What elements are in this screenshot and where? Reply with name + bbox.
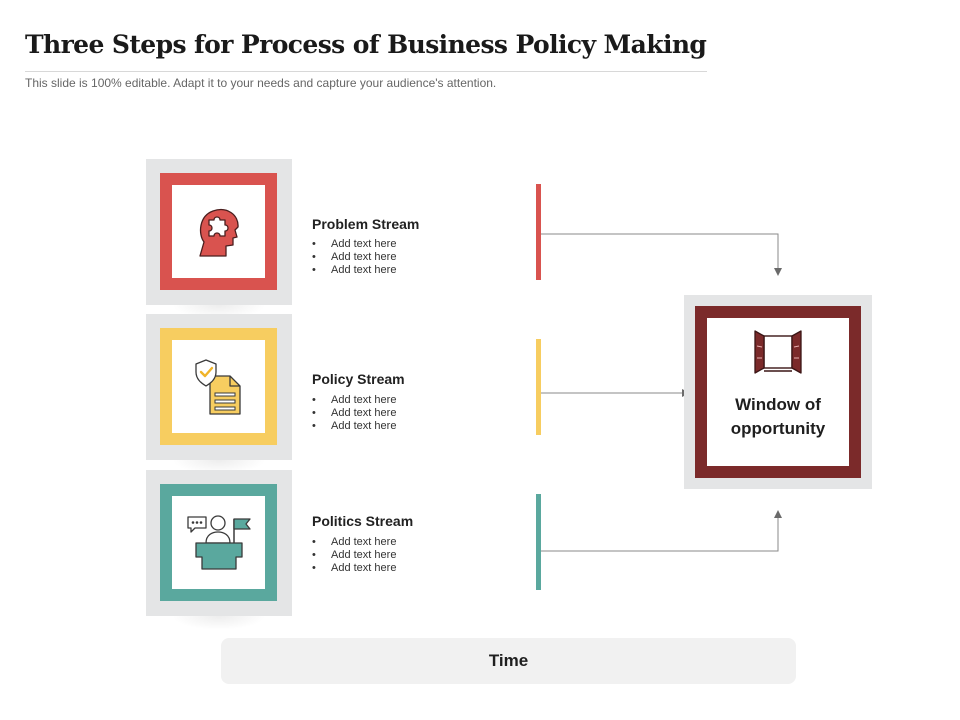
problem-stream-title: Problem Stream [312,216,420,232]
politics-stream-frame [160,484,277,601]
slide-subtitle: This slide is 100% editable. Adapt it to… [25,76,497,90]
problem-stream-bar [536,184,541,280]
list-item: Add text here [312,536,396,549]
time-label: Time [488,651,529,670]
problem-stream-card [146,159,292,319]
window-of-opportunity-frame: Window of opportunity [695,306,861,478]
list-item: Add text here [312,407,396,420]
window-of-opportunity-label: Window of opportunity [707,393,849,441]
problem-connector [541,233,779,268]
politics-stream-bullets: Add text here Add text here Add text her… [312,536,396,575]
head-puzzle-icon [198,208,239,257]
list-item: Add text here [312,420,396,433]
politics-stream-title: Politics Stream [312,513,414,529]
speaker-podium-icon [186,514,251,570]
politics-arrowhead [774,510,782,518]
list-item: Add text here [312,562,396,575]
politics-stream-card [146,470,292,630]
politics-stream-bar [536,494,541,590]
problem-stream-bullets: Add text here Add text here Add text her… [312,238,396,277]
window-label-line-1: Window of [735,395,821,414]
list-item: Add text here [312,238,396,251]
open-window-icon [754,330,802,374]
policy-stream-bar [536,339,541,435]
list-item: Add text here [312,251,396,264]
policy-stream-bullets: Add text here Add text here Add text her… [312,394,396,433]
politics-connector [541,518,779,552]
problem-arrowhead [774,268,782,276]
policy-stream-card [146,314,292,474]
policy-stream-title: Policy Stream [312,371,405,387]
window-label-line-2: opportunity [730,419,826,438]
shield-document-icon [194,358,241,415]
problem-stream-frame [160,173,277,290]
window-of-opportunity-card: Window of opportunity [684,295,872,489]
title-divider [25,71,707,72]
list-item: Add text here [312,394,396,407]
time-axis-bar: Time [221,638,796,684]
list-item: Add text here [312,549,396,562]
policy-stream-frame [160,328,277,445]
list-item: Add text here [312,264,396,277]
slide-title: Three Steps for Process of Business Poli… [25,30,707,59]
